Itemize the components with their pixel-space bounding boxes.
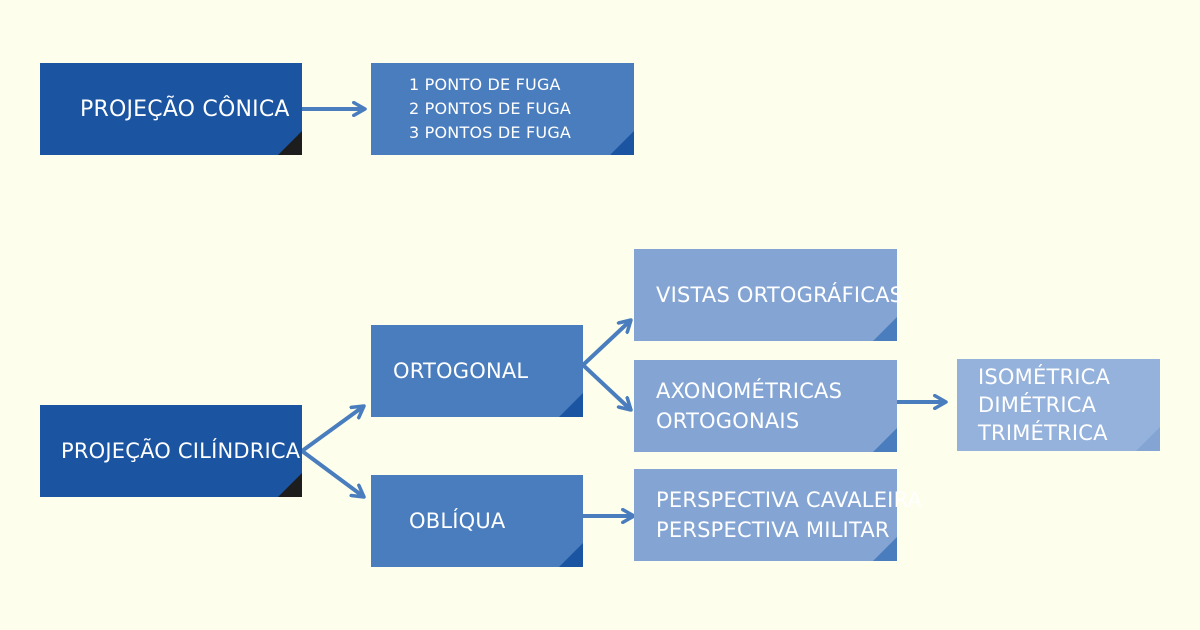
arrow-ortogonal-to-vistas — [581, 320, 631, 367]
node-label: AXONOMÉTRICAS — [656, 379, 843, 403]
folded-corner — [610, 131, 634, 155]
node-tipos-axonometricos: ISOMÉTRICA DIMÉTRICA TRIMÉTRICA — [957, 359, 1160, 451]
node-label: OBLÍQUA — [409, 509, 506, 533]
node-label: 2 PONTOS DE FUGA — [409, 99, 572, 118]
node-projecao-cilindrica: PROJEÇÃO CILÍNDRICA — [40, 405, 302, 497]
node-ortogonal: ORTOGONAL — [371, 325, 583, 417]
folded-corner — [873, 537, 897, 561]
node-label: PERSPECTIVA CAVALEIRA — [656, 488, 923, 512]
node-label: ISOMÉTRICA — [978, 365, 1111, 389]
node-label: 3 PONTOS DE FUGA — [409, 123, 572, 142]
node-label: ORTOGONAIS — [656, 409, 800, 433]
folded-corner — [278, 131, 302, 155]
node-label: PROJEÇÃO CÔNICA — [80, 96, 290, 122]
arrow-cilindrica-to-ortogonal — [300, 406, 364, 453]
node-label: PERSPECTIVA MILITAR — [656, 518, 890, 542]
node-pontos-de-fuga: 1 PONTO DE FUGA 2 PONTOS DE FUGA 3 PONTO… — [371, 63, 634, 155]
node-label: TRIMÉTRICA — [978, 421, 1108, 445]
node-label: DIMÉTRICA — [978, 393, 1097, 417]
node-label: PROJEÇÃO CILÍNDRICA — [61, 439, 301, 463]
node-vistas-ortograficas: VISTAS ORTOGRÁFICAS — [634, 249, 904, 341]
folded-corner — [873, 317, 897, 341]
folded-corner — [873, 428, 897, 452]
folded-corner — [559, 543, 583, 567]
node-projecao-conica: PROJEÇÃO CÔNICA — [40, 63, 302, 155]
folded-corner — [1136, 427, 1160, 451]
node-label: 1 PONTO DE FUGA — [409, 75, 561, 94]
node-axonometricas-ortogonais: AXONOMÉTRICAS ORTOGONAIS — [634, 360, 897, 452]
node-obliqua: OBLÍQUA — [371, 475, 583, 567]
node-label: ORTOGONAL — [393, 359, 529, 383]
folded-corner — [559, 393, 583, 417]
node-label: VISTAS ORTOGRÁFICAS — [656, 283, 904, 307]
arrow-ortogonal-to-axonometricas — [581, 363, 631, 410]
arrow-cilindrica-to-obliqua — [300, 449, 364, 497]
node-perspectivas: PERSPECTIVA CAVALEIRA PERSPECTIVA MILITA… — [634, 469, 923, 561]
folded-corner — [278, 473, 302, 497]
